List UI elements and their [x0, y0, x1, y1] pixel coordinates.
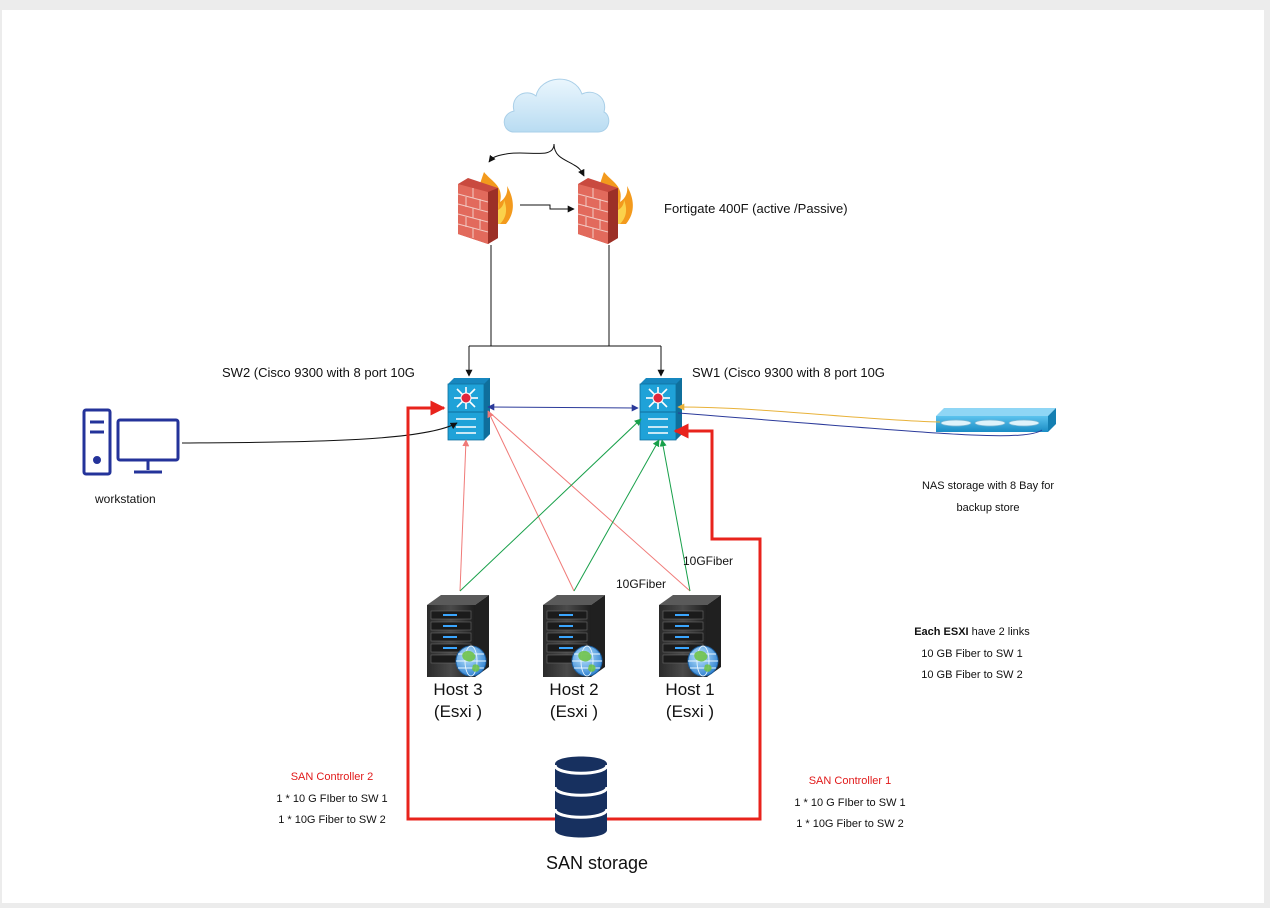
switch-icon: [447, 377, 491, 441]
network-diagram: [82, 78, 1056, 838]
link-cloud-to-firewall-left: [488, 143, 555, 163]
san-controller-1-line1: 1 * 10 G FIber to SW 1: [794, 796, 906, 809]
san-controller-1-note: SAN Controller 1 1 * 10 G FIber to SW 1 …: [778, 771, 922, 836]
link-san-controller-1: [607, 423, 762, 821]
nas-label-line1: NAS storage with 8 Bay for: [921, 480, 1055, 492]
link-san-controller-2: [406, 400, 555, 821]
fiber-label-right: 10GFiber: [683, 554, 734, 568]
workstation-label: workstation: [95, 492, 156, 506]
host3-label: Host 3 (Esxi ): [420, 679, 496, 723]
nas-label: NAS storage with 8 Bay for backup store: [912, 475, 1064, 519]
link-nas-to-sw1-yellow: [677, 403, 941, 423]
san-controller-1-line2: 1 * 10G Fiber to SW 2: [796, 818, 904, 830]
esxi-note-line1: Each ESXI have 2 links: [880, 622, 1064, 644]
san-controller-2-title: SAN Controller 2: [290, 771, 374, 783]
sw2-label: SW2 (Cisco 9300 with 8 port 10G: [222, 365, 415, 380]
host-links-to-sw1: [459, 418, 691, 592]
firewall-icon: [577, 171, 634, 245]
esxi-note-line2: 10 GB Fiber to SW 1: [921, 647, 1023, 660]
host2-name: Host 2: [549, 680, 599, 699]
server-icon: [658, 594, 722, 678]
link-cloud-to-firewall-right: [553, 143, 585, 177]
host3-type: (Esxi ): [433, 702, 483, 721]
nas-storage-icon: [936, 408, 1056, 432]
esxi-note-rest: have 2 links: [968, 626, 1030, 638]
workstation-icon: [82, 408, 180, 476]
fiber-label-left: 10GFiber: [616, 577, 667, 591]
link-workstation-to-sw2: [181, 422, 458, 444]
link-sw2-sw1: [487, 403, 639, 412]
esxi-note-line3: 10 GB Fiber to SW 2: [921, 669, 1023, 681]
sw1-label: SW1 (Cisco 9300 with 8 port 10G: [692, 365, 885, 380]
firewall-label: Fortigate 400F (active /Passive): [664, 201, 848, 216]
esxi-note-bold: Each ESXI: [914, 626, 969, 638]
host1-type: (Esxi ): [665, 702, 715, 721]
host-links-to-sw2: [459, 410, 691, 592]
san-controller-1-title: SAN Controller 1: [808, 775, 892, 787]
esxi-note: Each ESXI have 2 links 10 GB Fiber to SW…: [880, 622, 1064, 687]
server-icon: [426, 594, 490, 678]
san-controller-2-line2: 1 * 10G Fiber to SW 2: [278, 814, 386, 826]
diagram-canvas: Fortigate 400F (active /Passive) SW2 (Ci…: [2, 10, 1264, 903]
nas-label-line2: backup store: [956, 502, 1020, 514]
san-controller-2-note: SAN Controller 2 1 * 10 G FIber to SW 1 …: [260, 767, 404, 832]
host1-name: Host 1: [665, 680, 715, 699]
host2-type: (Esxi ): [549, 702, 599, 721]
san-storage-label: SAN storage: [545, 853, 649, 873]
firewall-icon: [457, 171, 514, 245]
link-firewalls-to-switches: [465, 245, 665, 377]
database-icon: [553, 756, 609, 838]
host3-name: Host 3: [433, 680, 483, 699]
host1-label: Host 1 (Esxi ): [652, 679, 728, 723]
cloud-icon: [503, 78, 610, 133]
server-icon: [542, 594, 606, 678]
san-controller-2-line1: 1 * 10 G FIber to SW 1: [276, 792, 388, 805]
host2-label: Host 2 (Esxi ): [536, 679, 612, 723]
link-nas-to-sw1-blue: [677, 412, 1043, 437]
link-firewall-ha: [520, 204, 575, 213]
